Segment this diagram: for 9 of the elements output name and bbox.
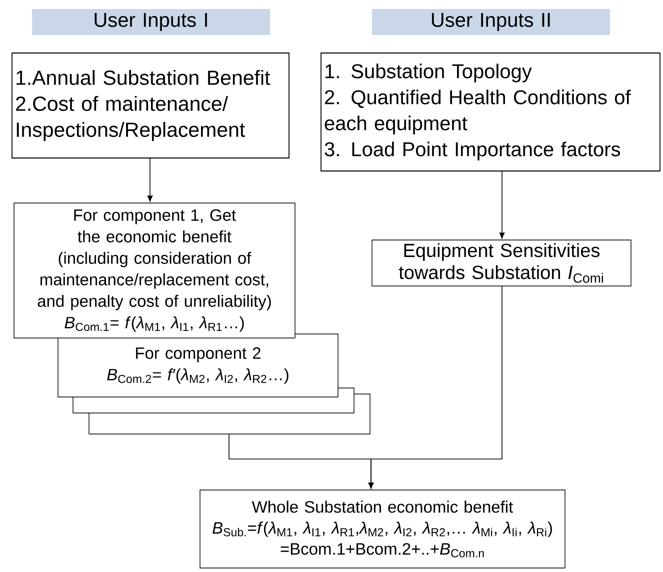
arrow [368,286,502,489]
arrow [147,158,153,202]
heading-band: User Inputs II [372,9,610,35]
input-box: 1.Annual Substation Benefit 2.Cost of maintenance/ Inspections/Replacement [12,52,290,158]
heading-band: User Inputs I [32,9,270,35]
arrow [499,171,505,239]
process-box: Equipment Sensitivities towards Substation I$_{Comi}$ [372,240,632,286]
result-box: Whole Substation economic benefit B$_{Sub.}$=f(λ$_{M1}$, λ$_{I1}$, λ$_{R1}$,λ$_{M2}$, λ$_{I2}$, λ$_{R2}$,… λ$_{Mi}$, λ$_{Ii}$, λ$_{Ri}$) =Bcom.1+Bcom.2+..+B$_{Com.n}$ [200,490,566,568]
input-box: 1. Substation Topology 2. Quantified Health Conditions of each equipment 3. Load Point Importance factors [320,52,660,172]
